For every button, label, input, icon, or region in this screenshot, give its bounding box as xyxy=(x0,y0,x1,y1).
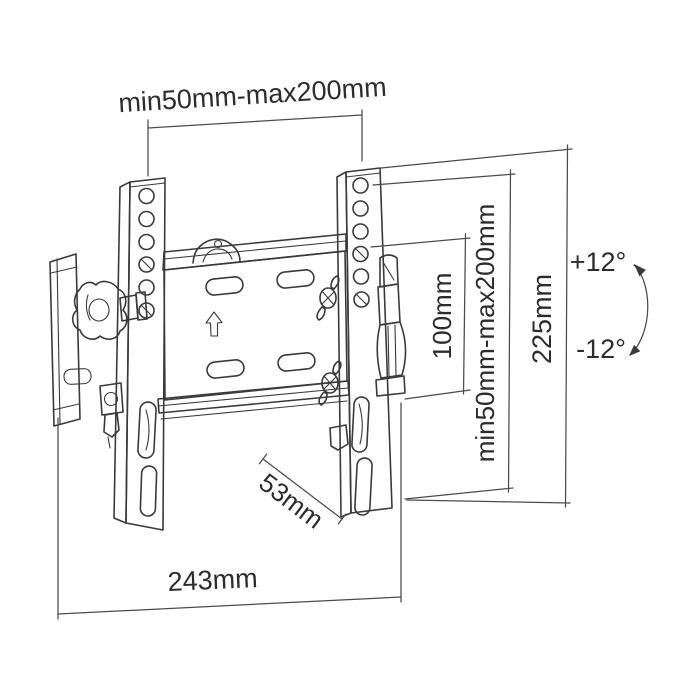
plate-slot-top-right xyxy=(276,269,315,289)
dimension-label-243mm: 243mm xyxy=(167,563,258,597)
right-bracket-slot-2 xyxy=(354,457,373,516)
wall-plate-top-tab xyxy=(192,238,241,264)
wall-plate-body xyxy=(163,250,348,401)
right-screw-upper xyxy=(319,287,337,309)
left-tilt-knob xyxy=(71,280,128,340)
right-bracket-slot-1 xyxy=(351,396,370,453)
wall-plate-top-rail xyxy=(162,233,347,271)
left-bracket-hole-4 xyxy=(138,279,155,296)
tilt-up-label: +12° xyxy=(570,247,627,277)
right-bracket-screw-2 xyxy=(353,291,370,308)
left-bracket-slot-2 xyxy=(139,465,158,517)
right-bracket-hole-4 xyxy=(352,268,370,285)
left-bracket-hole-1 xyxy=(138,187,155,205)
wall-plate-end-slot xyxy=(63,368,92,385)
left-knob-assembly xyxy=(71,280,148,449)
tilt-annotation: +12° -12° xyxy=(570,247,649,364)
dimension-label-53mm: 53mm xyxy=(254,467,330,534)
right-bracket-screw-1 xyxy=(352,245,369,263)
dimension-243mm: 243mm xyxy=(57,402,402,620)
dimension-label-top-width: min50mm-max200mm xyxy=(118,72,388,118)
tilt-arrow-down-icon xyxy=(629,344,641,356)
tilt-arc xyxy=(629,264,649,356)
right-tv-bracket xyxy=(336,167,393,518)
plate-slot-bottom-left xyxy=(206,359,245,379)
tilt-down-label: -12° xyxy=(576,334,626,364)
plate-slot-bottom-right xyxy=(277,352,316,372)
dimension-top-width: min50mm-max200mm xyxy=(118,72,388,177)
tilt-arrow-up-icon xyxy=(634,264,646,277)
right-bracket-hole-1 xyxy=(352,177,369,194)
left-bracket-screw-1 xyxy=(138,256,155,273)
right-knob-assembly xyxy=(316,254,407,451)
dimension-225mm: 225mm xyxy=(380,144,573,508)
left-bracket-slot-1 xyxy=(137,401,157,459)
dimensions: min50mm-max200mm 100mm min50mm-max200mm … xyxy=(57,72,649,620)
left-bracket-hole-3 xyxy=(138,233,155,251)
right-bracket-front-face xyxy=(345,167,393,514)
right-bottom-clamp xyxy=(329,424,349,451)
left-bracket-hole-2 xyxy=(138,210,155,228)
right-screw-lower xyxy=(321,372,339,394)
dimension-label-vertical-range: min50mm-max200mm xyxy=(470,204,500,463)
left-bracket-front-face xyxy=(125,177,166,531)
wall-plate xyxy=(49,233,350,427)
right-tilt-knob-grip xyxy=(376,321,407,379)
dimension-100mm: 100mm xyxy=(370,233,471,400)
left-lower-clamp xyxy=(99,382,124,416)
dimension-label-100mm: 100mm xyxy=(427,273,457,360)
right-tilt-knob-top xyxy=(379,254,399,288)
right-bracket-hole-2 xyxy=(352,200,369,217)
right-bracket-hole-3 xyxy=(352,223,369,240)
dimension-label-225mm: 225mm xyxy=(527,274,557,364)
left-tv-bracket xyxy=(113,177,166,531)
dimension-53mm: 53mm xyxy=(254,453,347,535)
dimension-vertical-range: min50mm-max200mm xyxy=(372,169,516,500)
wall-plate-left-end xyxy=(49,253,81,427)
tab-hole xyxy=(213,239,223,249)
up-arrow-icon xyxy=(205,311,223,337)
plate-slot-top-left xyxy=(205,276,244,296)
